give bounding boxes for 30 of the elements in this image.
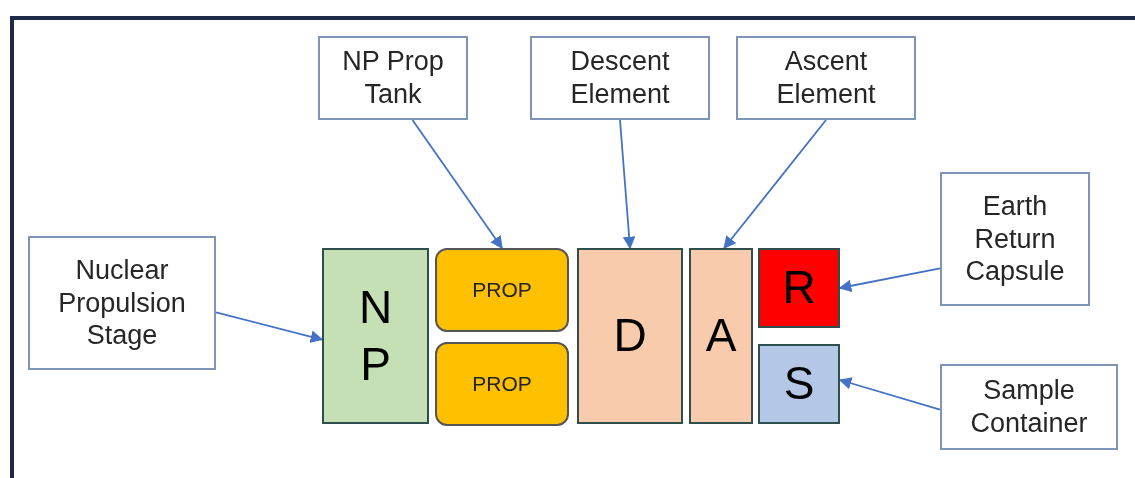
node-label: A — [705, 308, 737, 364]
node-label: Sample Container — [969, 374, 1089, 440]
node-label: PROP — [472, 277, 532, 303]
node-label: D — [613, 308, 647, 364]
element-block — [577, 248, 683, 424]
node-label: Ascent Element — [775, 45, 877, 111]
callout-box — [318, 36, 468, 120]
node-label: PROP — [472, 371, 532, 397]
capsule-block — [758, 248, 840, 328]
arrow — [411, 119, 503, 250]
propellant-tank-block — [435, 248, 569, 332]
callout-box — [530, 36, 710, 120]
arrow — [723, 119, 827, 249]
callout-box — [736, 36, 916, 120]
element-block — [689, 248, 753, 424]
node-label: R — [782, 260, 816, 316]
callout-box — [940, 364, 1118, 450]
propulsion-stage-block — [322, 248, 429, 424]
callout-box — [28, 236, 216, 370]
node-label: NP Prop Tank — [341, 45, 445, 111]
callout-box — [940, 172, 1090, 306]
container-block — [758, 344, 840, 424]
node-label: N P — [357, 279, 394, 392]
arrow — [619, 119, 636, 250]
node-label: Nuclear Propulsion Stage — [57, 253, 187, 353]
node-label: Descent Element — [569, 45, 671, 111]
arrow — [215, 311, 324, 343]
propellant-tank-block — [435, 342, 569, 426]
node-label: Earth Return Capsule — [964, 189, 1066, 289]
node-label: S — [783, 356, 815, 412]
